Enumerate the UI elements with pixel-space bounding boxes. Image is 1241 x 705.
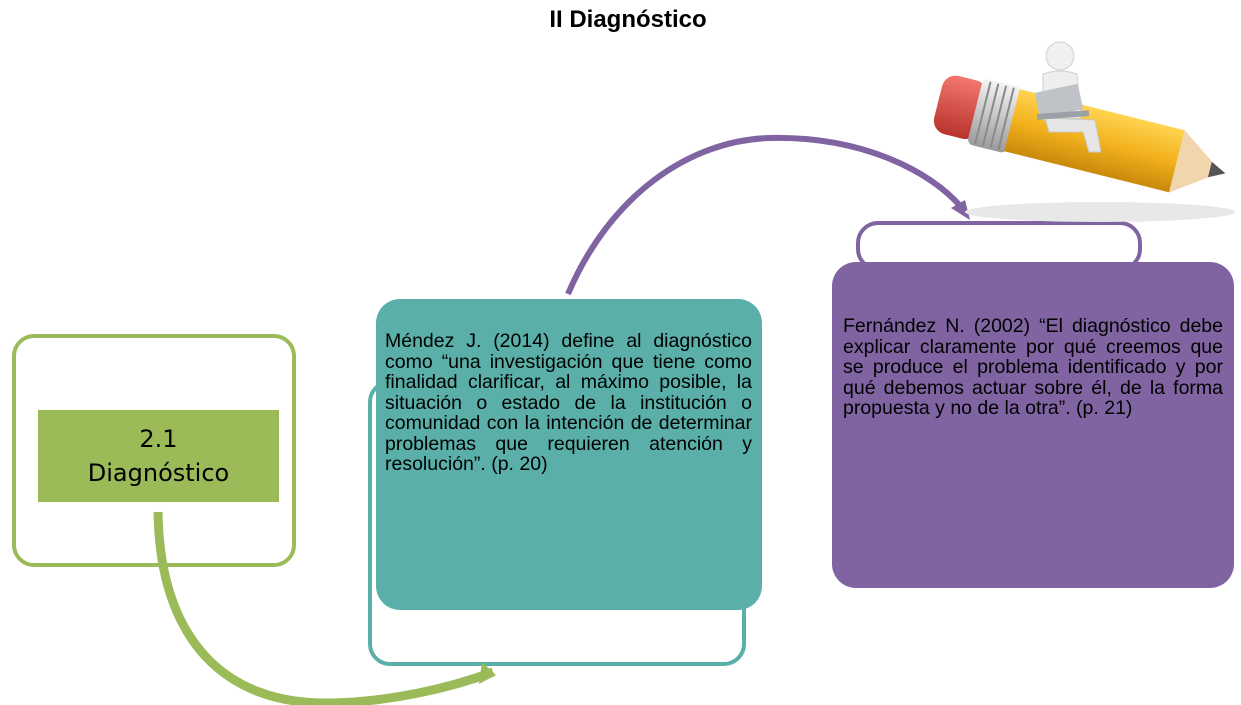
card-mendez: Méndez J. (2014) define al diagnóstico c… [376,299,762,610]
arrow-green-head [479,662,496,684]
label-number: 2.1 [139,425,178,453]
label-box: 2.1 Diagnóstico [38,410,279,502]
card-mendez-text: Méndez J. (2014) define al diagnóstico c… [385,330,752,475]
label-text: Diagnóstico [87,459,230,487]
arrow-purple-head [951,200,970,220]
card-fernandez: Fernández N. (2002) “El diagnóstico debe… [832,262,1234,588]
card-fernandez-text: Fernández N. (2002) “El diagnóstico debe… [843,315,1223,419]
pencil-person-illustration [933,41,1235,222]
page-title: II Diagnóstico [549,6,707,33]
arrow-green [153,511,495,705]
arrow-purple [565,134,965,296]
